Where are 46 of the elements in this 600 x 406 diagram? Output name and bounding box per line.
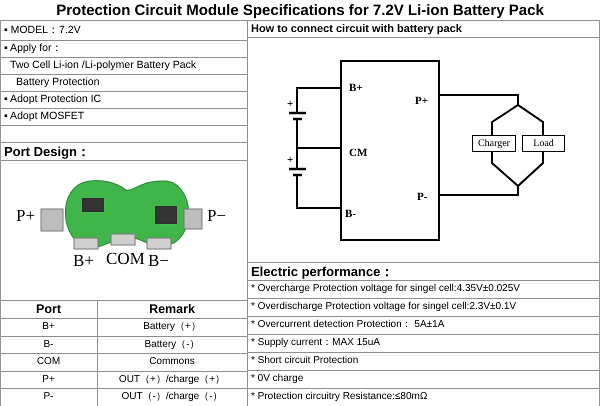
port-label: B− [148,251,169,269]
section-heading: Electric performance： [251,262,394,280]
spec-line: ▪ Adopt MOSFET [4,109,84,124]
spec-line: Two Cell Li-ion /Li-polymer Battery Pack [10,58,196,74]
pin-label: B+ [349,82,363,94]
polarity-mark: + [287,99,294,109]
pin-label: P- [417,191,428,203]
spec-line: * Overdischarge Protection voltage for singel cell:2.3V±0.1V [251,300,516,314]
spec-line: ▪ Adopt Protection IC [4,92,102,108]
table-text: OUT（-）/charge（-） [120,390,224,404]
pin-label: B- [345,208,356,220]
spec-line: * Overcharge Protection voltage for singel cell:4.35V±0.025V [251,282,520,296]
pin-label: CM [349,147,368,159]
table-text: B+ [41,320,56,334]
polarity-mark: + [287,155,294,165]
spec-line: * 0V charge [251,372,304,386]
spec-line: * Overcurrent detection Protection： 5A±1A [251,318,444,332]
section-heading: Port Design： [4,142,90,160]
load-box: Load [522,135,565,152]
port-label: B+ [73,251,94,269]
spec-line: ▪ MODEL：7.2V [4,23,81,38]
table-text: Commons [148,354,196,368]
page-title: Protection Circuit Module Specifications for 7.2V Li-ion Battery Pack [55,1,545,20]
charger-box: Charger [472,135,516,152]
spec-line: ▪ Apply for： [4,41,62,56]
pin-label: P+ [415,95,428,107]
wire [440,94,544,135]
spec-line: * Protection circuitry Resistance:≤80mΩ [251,390,428,404]
table-text: Battery（-） [143,338,200,352]
spec-line: * Supply current：MAX 15uA [251,336,380,350]
table-text: OUT（+）/charge（+） [118,372,226,386]
table-text: B- [42,338,54,352]
port-label: COM [106,249,145,267]
column-header: Remark [148,300,196,318]
spec-line: * Short circuit Protection [251,354,358,368]
table-text: Battery（+） [142,320,202,334]
table-text: P+ [41,372,56,386]
section-heading: How to connect circuit with battery pack [251,22,462,36]
table-text: COM [36,354,62,368]
table-text: P- [42,390,54,404]
wire [440,152,544,196]
spec-line: Battery Protection [16,75,100,90]
column-header: Port [35,300,62,318]
circuit-module-box [340,60,440,241]
port-label: P− [207,206,226,224]
port-label: P+ [16,206,36,224]
